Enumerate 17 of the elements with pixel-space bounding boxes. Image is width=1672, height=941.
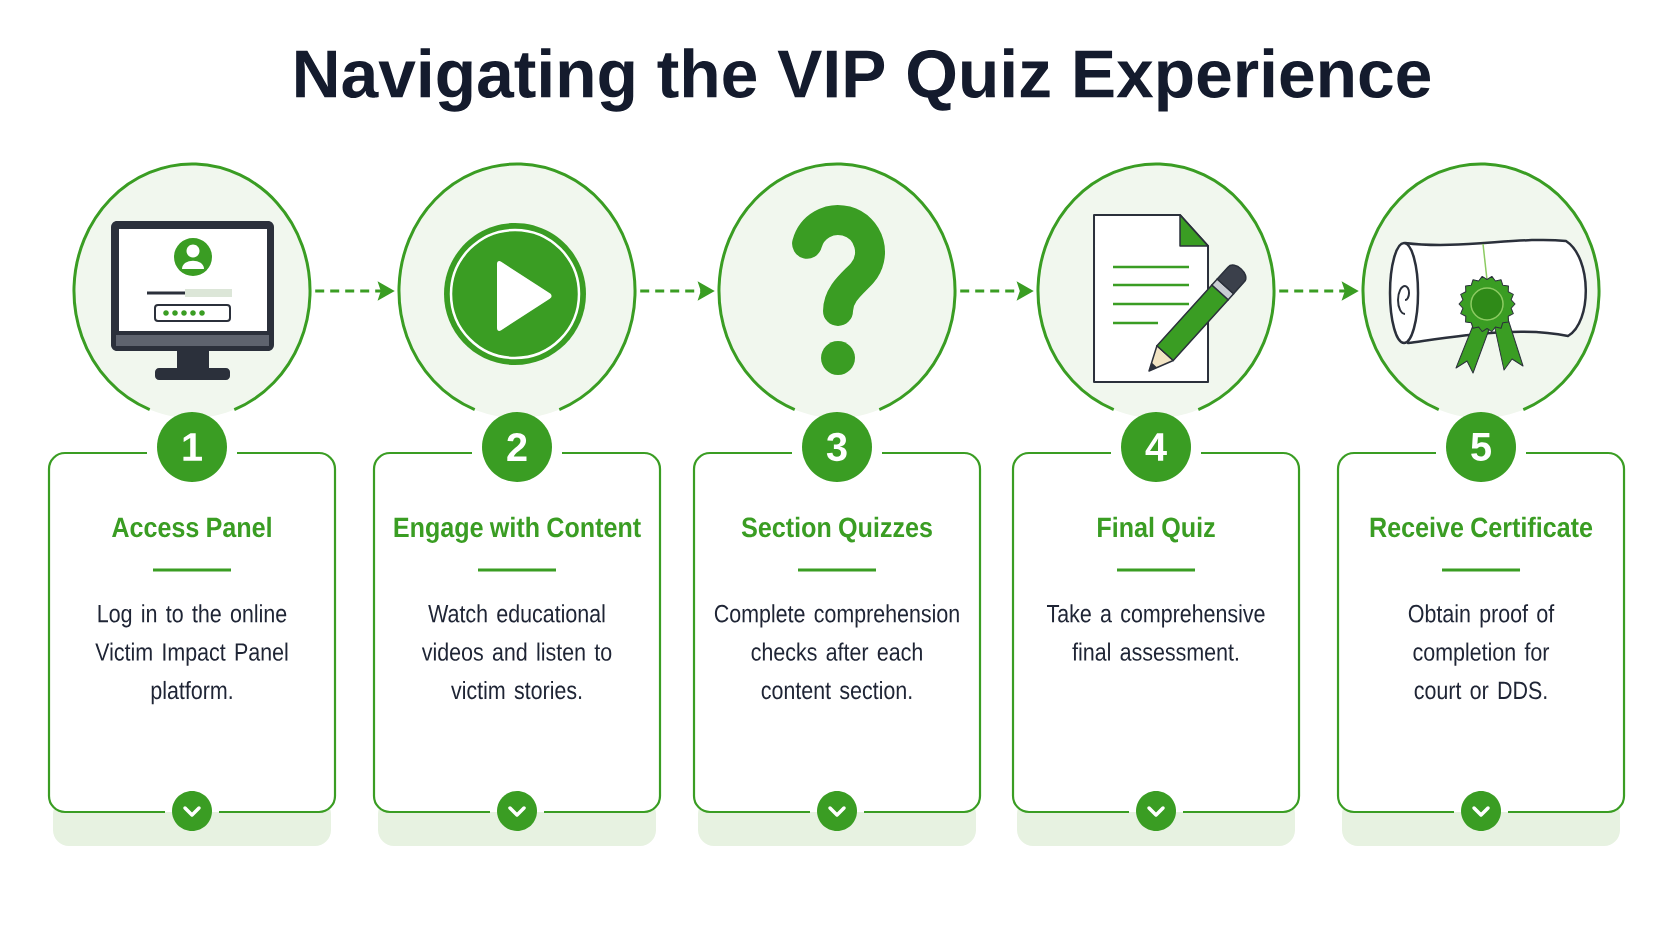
step-description: Complete comprehension checks after each content section.	[714, 604, 959, 700]
number-badge: 5	[1446, 412, 1516, 482]
step-description: Take a comprehensive final assessment.	[1047, 604, 1265, 661]
title: Navigating the VIP Quiz Experience	[296, 48, 1431, 112]
number-badge: 1	[157, 412, 227, 482]
step-title: Engage with Content	[394, 516, 641, 543]
step-title: Receive Certificate	[1370, 516, 1593, 538]
step-description: Watch educational videos and listen to victim stories.	[421, 604, 612, 700]
number-badge: 2	[482, 412, 552, 482]
step-description: Log in to the online Victim Impact Panel platform.	[95, 604, 288, 705]
step-title: Access Panel	[112, 516, 271, 538]
step-title: Section Quizzes	[741, 516, 932, 543]
step-title: Final Quiz	[1098, 516, 1215, 543]
number-badge: 3	[802, 412, 872, 482]
step-description: Obtain proof of completion for court or DDS.	[1408, 604, 1555, 700]
step-circle	[717, 162, 957, 418]
number-badge: 4	[1121, 412, 1191, 482]
